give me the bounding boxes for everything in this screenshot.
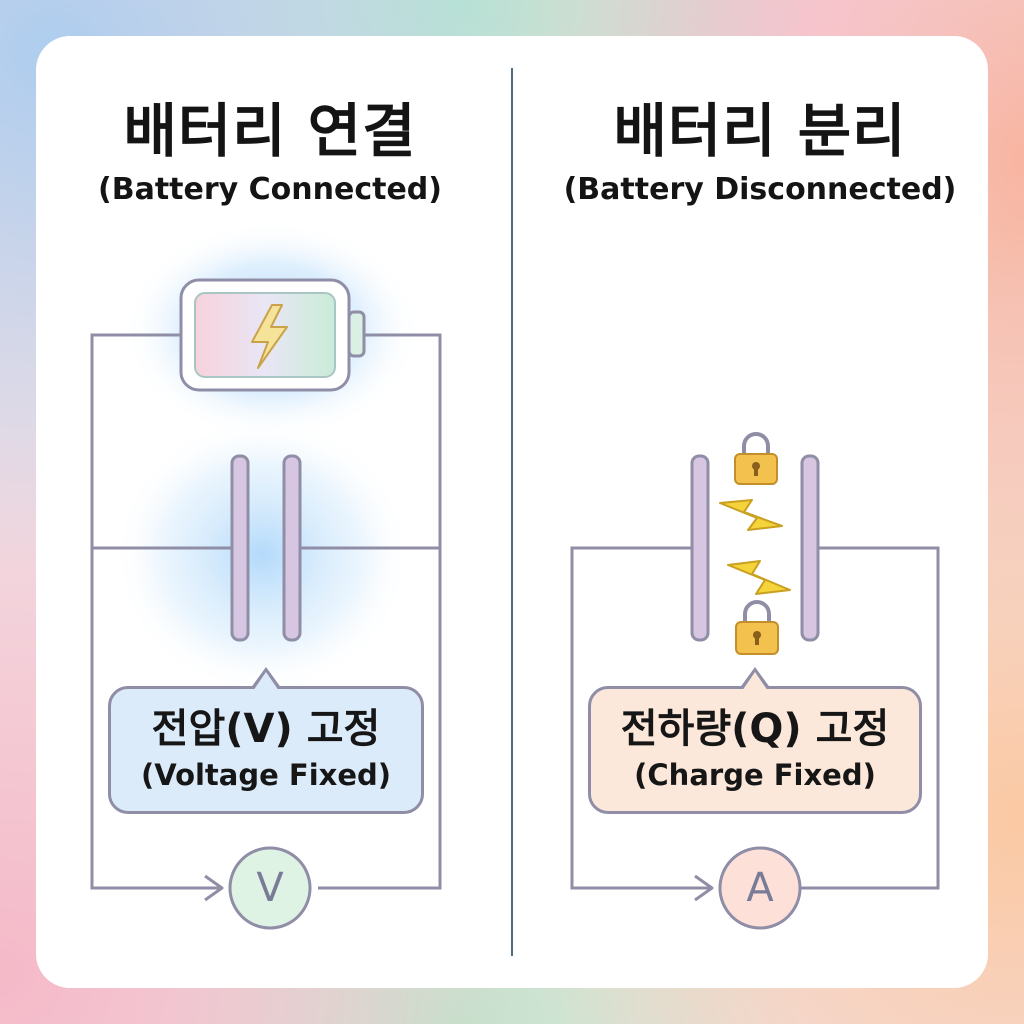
right-heading: 배터리 분리 (Battery Disconnected) xyxy=(520,96,1000,210)
voltage-callout-subtitle: (Voltage Fixed) xyxy=(140,758,392,792)
voltage-callout-title: 전압(V) 고정 xyxy=(151,706,381,752)
current-arrow xyxy=(694,874,714,902)
charge-fixed-callout: 전하량(Q) 고정 (Charge Fixed) xyxy=(588,667,922,814)
left-circuit xyxy=(90,220,442,930)
right-circuit xyxy=(570,432,940,930)
ammeter-label: A xyxy=(746,865,774,911)
charge-callout-subtitle: (Charge Fixed) xyxy=(634,758,876,792)
battery-terminal xyxy=(347,310,366,358)
wire-top-left xyxy=(90,333,222,890)
padlock-icon xyxy=(734,432,778,485)
right-subtitle: (Battery Disconnected) xyxy=(563,172,957,207)
lightning-bolt-icon xyxy=(719,499,783,531)
capacitor-plate-right xyxy=(282,454,302,642)
padlock-icon xyxy=(735,600,779,655)
voltmeter-label: V xyxy=(256,865,284,911)
lightning-bolt-icon xyxy=(251,304,288,369)
left-subtitle: (Battery Connected) xyxy=(98,172,442,207)
left-heading: 배터리 연결 (Battery Connected) xyxy=(30,96,510,210)
capacitor-plate-right xyxy=(800,454,820,642)
ammeter-circle xyxy=(718,846,802,930)
voltage-fixed-callout: 전압(V) 고정 (Voltage Fixed) xyxy=(108,667,424,814)
wire-top-right xyxy=(318,333,442,890)
charge-callout-title: 전하량(Q) 고정 xyxy=(620,706,890,752)
capacitor-plate-left xyxy=(230,454,250,642)
capacitor-glow xyxy=(112,415,412,695)
voltmeter-circle xyxy=(228,846,312,930)
capacitor-plate-left xyxy=(690,454,710,642)
left-title: 배터리 연결 xyxy=(123,97,417,165)
wire-right-left xyxy=(570,546,712,890)
wire-right-right xyxy=(800,546,940,890)
lightning-bolt-icon xyxy=(727,560,791,595)
right-title: 배터리 분리 xyxy=(613,97,907,165)
current-arrow xyxy=(204,874,224,902)
